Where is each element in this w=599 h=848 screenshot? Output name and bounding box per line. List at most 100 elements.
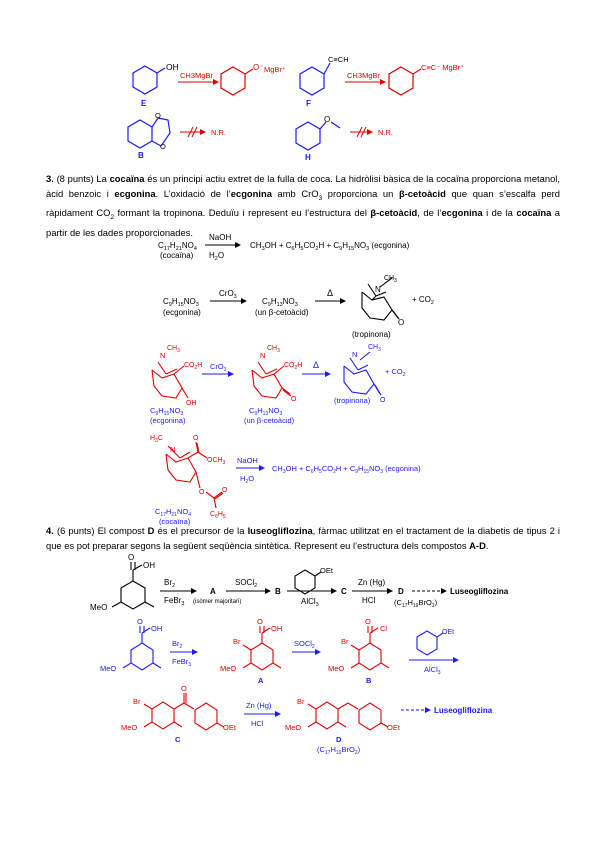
meo-label: MeO bbox=[285, 723, 301, 732]
o-label: O bbox=[257, 617, 263, 626]
question-number: 4. bbox=[46, 525, 54, 536]
reagent-naoh: NaOH bbox=[209, 233, 231, 242]
alkyne-label: C≡CH bbox=[328, 55, 349, 64]
br-label: Br bbox=[297, 697, 305, 706]
reagent-h2o: H2O bbox=[209, 251, 224, 262]
ketoacid-answer-structure bbox=[251, 361, 292, 399]
term: β-cetoàcid bbox=[370, 207, 418, 219]
alkoxide-structure bbox=[220, 66, 254, 96]
subscript: 2 bbox=[110, 213, 115, 221]
text: és el precursor de la bbox=[154, 525, 248, 536]
oet-label: OEt bbox=[223, 723, 237, 732]
term: luseogliflozina bbox=[247, 525, 313, 536]
tropinone-answer-name: (tropinona) bbox=[334, 396, 371, 405]
reagent-hcl: HCl bbox=[251, 719, 264, 728]
n-label: N bbox=[160, 351, 165, 360]
oet-label: OEt bbox=[442, 629, 454, 636]
n-label: N bbox=[260, 351, 265, 360]
ether-o: O bbox=[324, 115, 330, 124]
o-label: O bbox=[193, 435, 199, 442]
o-label: O bbox=[291, 396, 297, 403]
mgbr-label: MgBr⁺ bbox=[264, 65, 286, 74]
cross-mark bbox=[356, 126, 363, 138]
reagent-cro3: CrO3 bbox=[210, 362, 227, 373]
br-label: Br bbox=[133, 697, 141, 706]
heat-symbol: Δ bbox=[327, 288, 333, 298]
br-label: Br bbox=[233, 637, 241, 646]
subscript: 3 bbox=[318, 194, 323, 202]
meo-label: MeO bbox=[220, 664, 236, 673]
question-points: (8 punts) bbox=[56, 173, 94, 184]
cocaine-answer-structure bbox=[165, 441, 224, 509]
ecgonine-formula: C9H15NO3 bbox=[163, 297, 199, 308]
oh-label: OH bbox=[186, 400, 197, 407]
reagent-naoh: NaOH bbox=[237, 456, 258, 465]
reagent-znhg: Zn (Hg) bbox=[358, 578, 385, 587]
text: que quan s’escalfa perd ràpidament CO bbox=[46, 187, 560, 219]
ketoacid-answer-formula: C9H13NO3 bbox=[249, 406, 282, 417]
o-label: O bbox=[380, 397, 386, 404]
ketoacid-formula: C9H13NO3 bbox=[262, 297, 298, 308]
ch3-label: CH3 bbox=[267, 345, 280, 354]
n-label: N bbox=[375, 285, 381, 294]
reagent-alcl3: AlCl3 bbox=[424, 665, 441, 676]
ch3-label: CH3 bbox=[384, 275, 397, 284]
och3-label: OCH3 bbox=[207, 457, 226, 466]
oh-label: OH bbox=[151, 624, 162, 633]
o-label: O bbox=[137, 617, 143, 626]
ch3-label: CH3 bbox=[368, 344, 381, 353]
acetylide-structure bbox=[388, 66, 422, 96]
nr-label: N.R. bbox=[211, 128, 226, 137]
term: β-cetoàcid bbox=[398, 187, 446, 199]
label-H: H bbox=[305, 153, 311, 162]
compound-B-structure bbox=[127, 117, 171, 149]
meo-label: MeO bbox=[121, 723, 137, 732]
n-label: N bbox=[170, 445, 175, 454]
ketal-o: O bbox=[160, 142, 166, 151]
reagent-br2: Br2 bbox=[172, 639, 183, 650]
ecgonine-answer-structure bbox=[151, 361, 189, 399]
h3c-label: H3C bbox=[150, 435, 163, 444]
text: a partir de les dades proporcionades. bbox=[46, 207, 560, 238]
question-number: 3. bbox=[46, 173, 54, 184]
oh-label: OH bbox=[271, 624, 282, 633]
o-label: O bbox=[222, 487, 228, 494]
oh-label: OH bbox=[143, 561, 155, 570]
label-A: A bbox=[258, 676, 264, 685]
text: proporciona un bbox=[322, 187, 399, 199]
ketoacid-answer-name: (un β-cetoàcid) bbox=[244, 416, 295, 425]
compound-E-structure bbox=[132, 65, 166, 95]
label-B: B bbox=[275, 587, 281, 596]
oet-label: OEt bbox=[387, 723, 401, 732]
ecgonine-name: (ecgonina) bbox=[163, 308, 201, 317]
term: D bbox=[147, 525, 155, 536]
answer-products: CH3OH + C6H5CO2H + C9H15NO3 (ecgonina) bbox=[272, 464, 421, 475]
label-E: E bbox=[141, 99, 147, 108]
reagent-cro3: CrO3 bbox=[219, 289, 237, 300]
reagent-febr3: FeBr3 bbox=[164, 596, 184, 607]
text: , de l’ bbox=[417, 207, 442, 219]
cross-mark bbox=[360, 126, 367, 138]
label-B: B bbox=[366, 676, 372, 685]
text: . bbox=[485, 539, 489, 551]
ecgonine-answer-formula: C9H15NO3 bbox=[150, 406, 183, 417]
label-A: A bbox=[210, 587, 216, 596]
term: A-D bbox=[469, 539, 486, 551]
luseo-label: Luseogliflozina bbox=[434, 706, 493, 715]
co2-label: + CO2 bbox=[412, 295, 434, 306]
heat-symbol: Δ bbox=[313, 360, 319, 370]
isomer-note: (isòmer majoritari) bbox=[193, 599, 241, 605]
compound-A-answer-structure bbox=[242, 626, 282, 671]
tropinone-structure bbox=[361, 277, 400, 321]
label-B: B bbox=[138, 151, 144, 160]
cross-mark bbox=[187, 126, 194, 138]
question-4-paragraph: 4. (6 punts) El compost D és el precurso… bbox=[46, 524, 560, 553]
ketal-o: O bbox=[155, 111, 161, 120]
reagent-hcl: HCl bbox=[362, 596, 376, 605]
ch3-label: CH3 bbox=[167, 345, 180, 354]
oet-label: OEt bbox=[320, 566, 334, 575]
co2h-label: CO2H bbox=[184, 362, 202, 371]
question-points: (6 punts) bbox=[56, 525, 95, 536]
tropinone-name: (tropinona) bbox=[352, 330, 391, 339]
